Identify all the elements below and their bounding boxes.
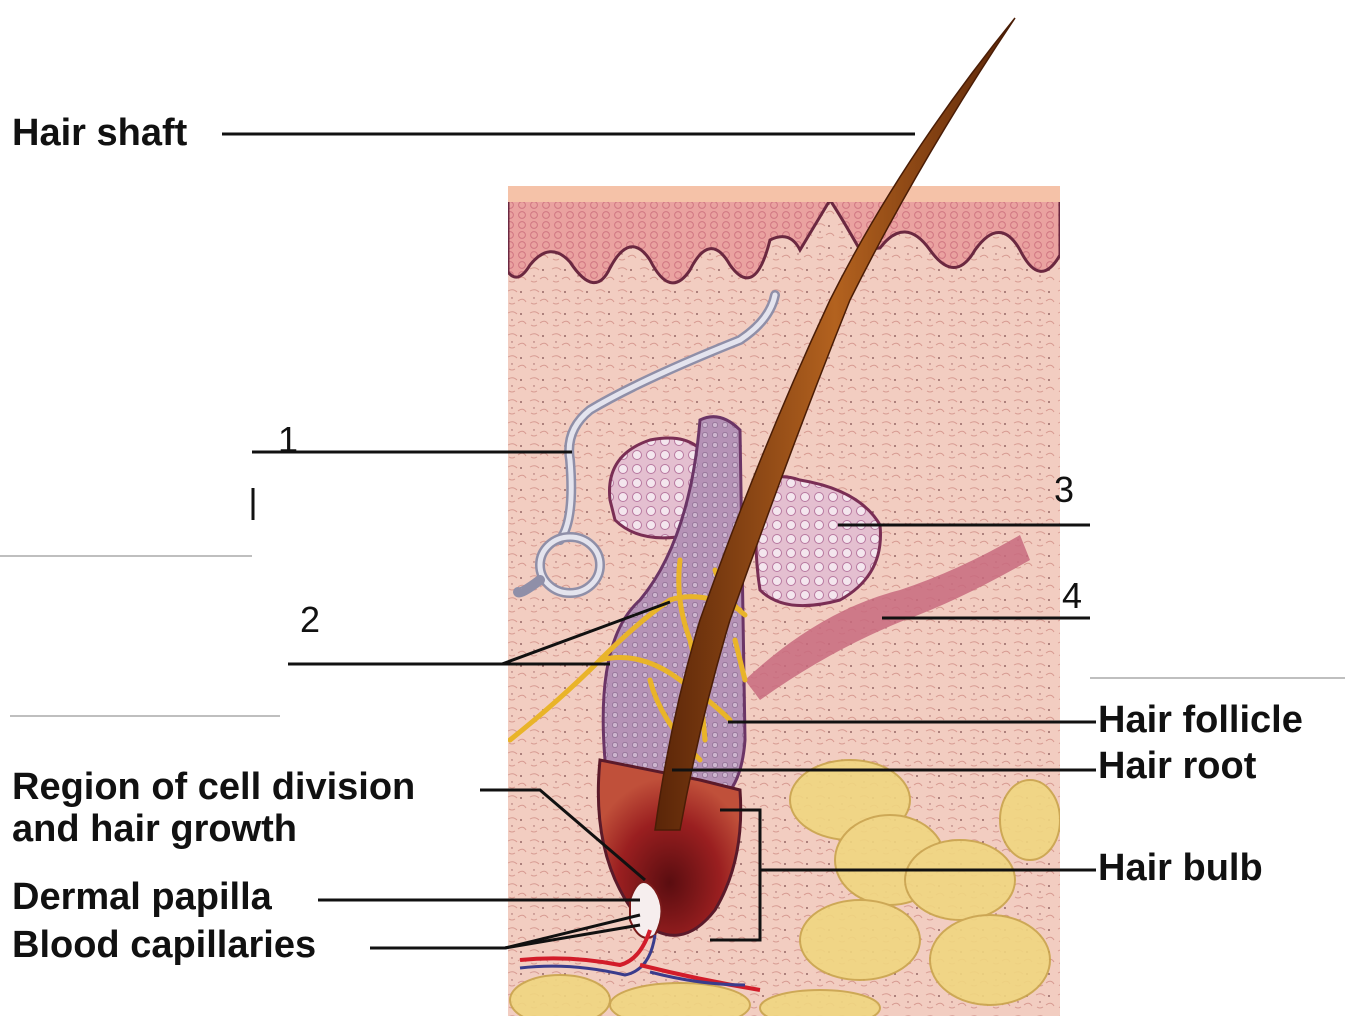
label-hair-bulb: Hair bulb bbox=[1098, 849, 1263, 889]
label-region-line1: Region of cell division bbox=[12, 768, 415, 808]
label-hair-shaft: Hair shaft bbox=[12, 114, 187, 154]
number-3: 3 bbox=[1054, 472, 1074, 508]
label-blood-capillaries: Blood capillaries bbox=[12, 926, 316, 966]
label-hair-follicle: Hair follicle bbox=[1098, 701, 1303, 741]
number-2: 2 bbox=[300, 602, 320, 638]
label-dermal-papilla: Dermal papilla bbox=[12, 878, 272, 918]
number-1: 1 bbox=[278, 422, 298, 458]
label-region-line2: and hair growth bbox=[12, 810, 297, 850]
skin-section bbox=[508, 186, 1060, 1016]
number-4: 4 bbox=[1062, 578, 1082, 614]
stratum-corneum bbox=[508, 186, 1060, 202]
label-hair-root: Hair root bbox=[1098, 747, 1256, 787]
